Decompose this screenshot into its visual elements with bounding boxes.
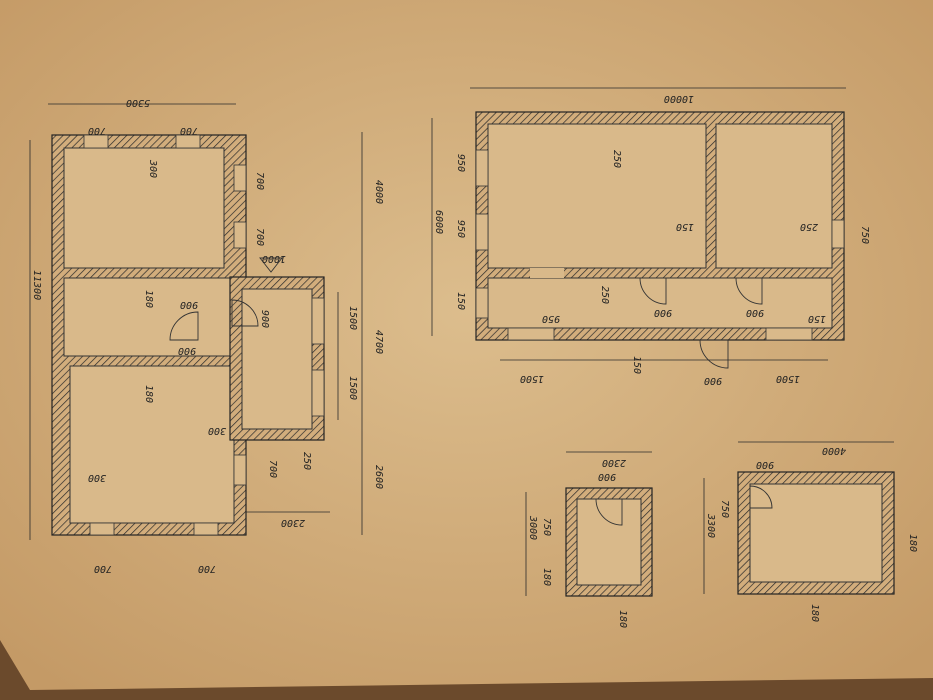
plan-b-room-small-inner-label: 250: [800, 221, 818, 232]
plan-b-left-win3-label: 150: [455, 292, 466, 310]
plan-a-room3-label: 180: [143, 385, 154, 403]
plan-a-room2-door-label: 900: [180, 299, 198, 310]
plan-a-room3-corner-label: 300: [208, 425, 227, 436]
plan-a-window-top-left: [83, 134, 109, 149]
plan-b-window-left-2: [475, 213, 489, 251]
plan-b-window-left-3: [475, 287, 489, 319]
plan-a-room-1: [63, 147, 225, 269]
plan-d-door-arc: [749, 485, 773, 509]
plan-b-opening-1: [530, 268, 564, 278]
plan-a-room2-opening-label: 900: [178, 345, 196, 356]
plan-a-right-dim-bot-label: 2600: [373, 465, 384, 489]
plan-a-door-arc-2: [231, 299, 259, 327]
plan-a-porch-wall-label: 250: [301, 452, 312, 470]
plan-a-window-bottom-side: [233, 454, 247, 486]
plan-c-width-label: 2300: [602, 457, 626, 468]
plan-b-door-arc-1: [639, 277, 667, 305]
plan-a-overall-length: 11300: [31, 270, 42, 300]
plan-a-porch-door-label: 1000: [262, 253, 286, 264]
plan-b-room-big-label: 250: [611, 150, 622, 168]
plan-b-overall-width: 6000: [433, 210, 444, 234]
plan-a-bottom-win-left-label: 700: [94, 563, 112, 574]
plan-a-window-side-2: [233, 221, 247, 249]
plan-b-room-big: [487, 123, 707, 269]
plan-b-room-small: [715, 123, 833, 269]
plan-a-room-2: [63, 277, 231, 357]
plan-a-porch-win1-label: 1500: [347, 306, 358, 330]
plan-a-porch-win2-label: 1500: [347, 376, 358, 400]
plan-d-door-width-label: 900: [756, 459, 774, 470]
plan-c-window-label: 750: [541, 518, 552, 536]
plan-a-window-bottom-right: [193, 522, 219, 536]
plan-b-corridor-door2-label: 900: [746, 307, 764, 318]
plan-a-side-win2-label: 700: [254, 228, 265, 246]
plan-b-left-win2-label: 950: [455, 220, 466, 238]
plan-a-door-arc-1: [169, 311, 199, 341]
plan-d: 4000 900 3300 750 180 180: [703, 441, 918, 622]
plan-a-side-win1-label: 700: [254, 172, 265, 190]
plan-b-bottom-win-left-label: 1500: [520, 373, 544, 384]
plan-b-window-right: [831, 219, 845, 249]
plan-d-room: [749, 483, 883, 583]
plan-d-width-label: 4000: [822, 445, 846, 456]
plan-b-corridor-opening1-label: 950: [542, 313, 560, 324]
plan-a-window-porch-1: [311, 297, 325, 345]
plan-a-room3-bottom-label: 300: [88, 472, 107, 483]
plan-a-window-top-right: [175, 134, 201, 149]
plan-a-window-top-right-label: 700: [180, 125, 198, 136]
plan-b-left-win1-label: 950: [455, 154, 466, 172]
plan-a-door-arc-3: [259, 257, 283, 273]
plan-a-right-dim-mid-label: 4700: [373, 330, 384, 354]
plan-b-bottom-mid-label: 150: [631, 356, 642, 374]
plan-d-wall-right-label: 180: [907, 534, 918, 552]
plan-c-room: [576, 498, 642, 586]
plan-b-window-bottom-1: [507, 327, 555, 341]
plan-c: 2300 900 3000 750 180 180: [525, 451, 653, 628]
plan-b: 10000 6000 250 150 250 950 950 150 950 2…: [431, 87, 870, 386]
plan-a-overall-width: 5300: [126, 97, 150, 108]
plan-b-bottom-win-right-label: 1500: [776, 373, 800, 384]
plan-a: 11300 5300 700 700 300 180 900 900 180 3…: [29, 97, 384, 574]
plan-b-overall-length: 10000: [664, 93, 694, 104]
plan-d-bottom-wall-label: 180: [809, 604, 820, 622]
plan-a-right-dim-top-label: 4000: [373, 180, 384, 204]
plan-b-door-arc-3: [699, 339, 729, 369]
plan-a-room-3: [69, 365, 235, 524]
plan-a-porch-small-label: 700: [267, 460, 278, 478]
plan-a-window-bottom-left: [89, 522, 115, 536]
plan-b-right-side-label: 750: [859, 226, 870, 244]
plan-c-door-arc: [595, 498, 623, 526]
plan-a-window-top-left-label: 700: [88, 125, 106, 136]
plan-b-corridor-wall-label: 250: [599, 286, 610, 304]
plan-b-room-big-inner-label: 150: [676, 221, 694, 232]
plan-b-corridor-door1-label: 900: [654, 307, 672, 318]
plan-a-window-side-1: [233, 164, 247, 192]
plan-b-bottom-door-label: 900: [704, 375, 722, 386]
plan-b-corridor-end-label: 150: [808, 313, 826, 324]
plan-a-bottom-win-right-label: 700: [198, 563, 216, 574]
plan-c-door-width-label: 900: [598, 471, 616, 482]
plan-c-wall-left-label: 180: [541, 568, 552, 586]
plan-b-door-arc-2: [735, 277, 763, 305]
plan-a-room1-label: 300: [147, 159, 158, 178]
plan-d-window-label: 750: [719, 500, 730, 518]
plan-a-porch-width-label: 2300: [281, 517, 305, 528]
plan-d-height-label: 3300: [705, 513, 716, 538]
plan-b-window-bottom-2: [765, 327, 813, 341]
plan-a-window-porch-2: [311, 369, 325, 417]
plan-c-bottom-wall-label: 180: [617, 610, 628, 628]
plan-c-height-label: 3000: [527, 515, 538, 540]
plan-b-window-left-1: [475, 149, 489, 187]
plan-a-room2-label: 180: [143, 290, 154, 308]
plan-a-porch-door2-label: 900: [259, 310, 270, 328]
